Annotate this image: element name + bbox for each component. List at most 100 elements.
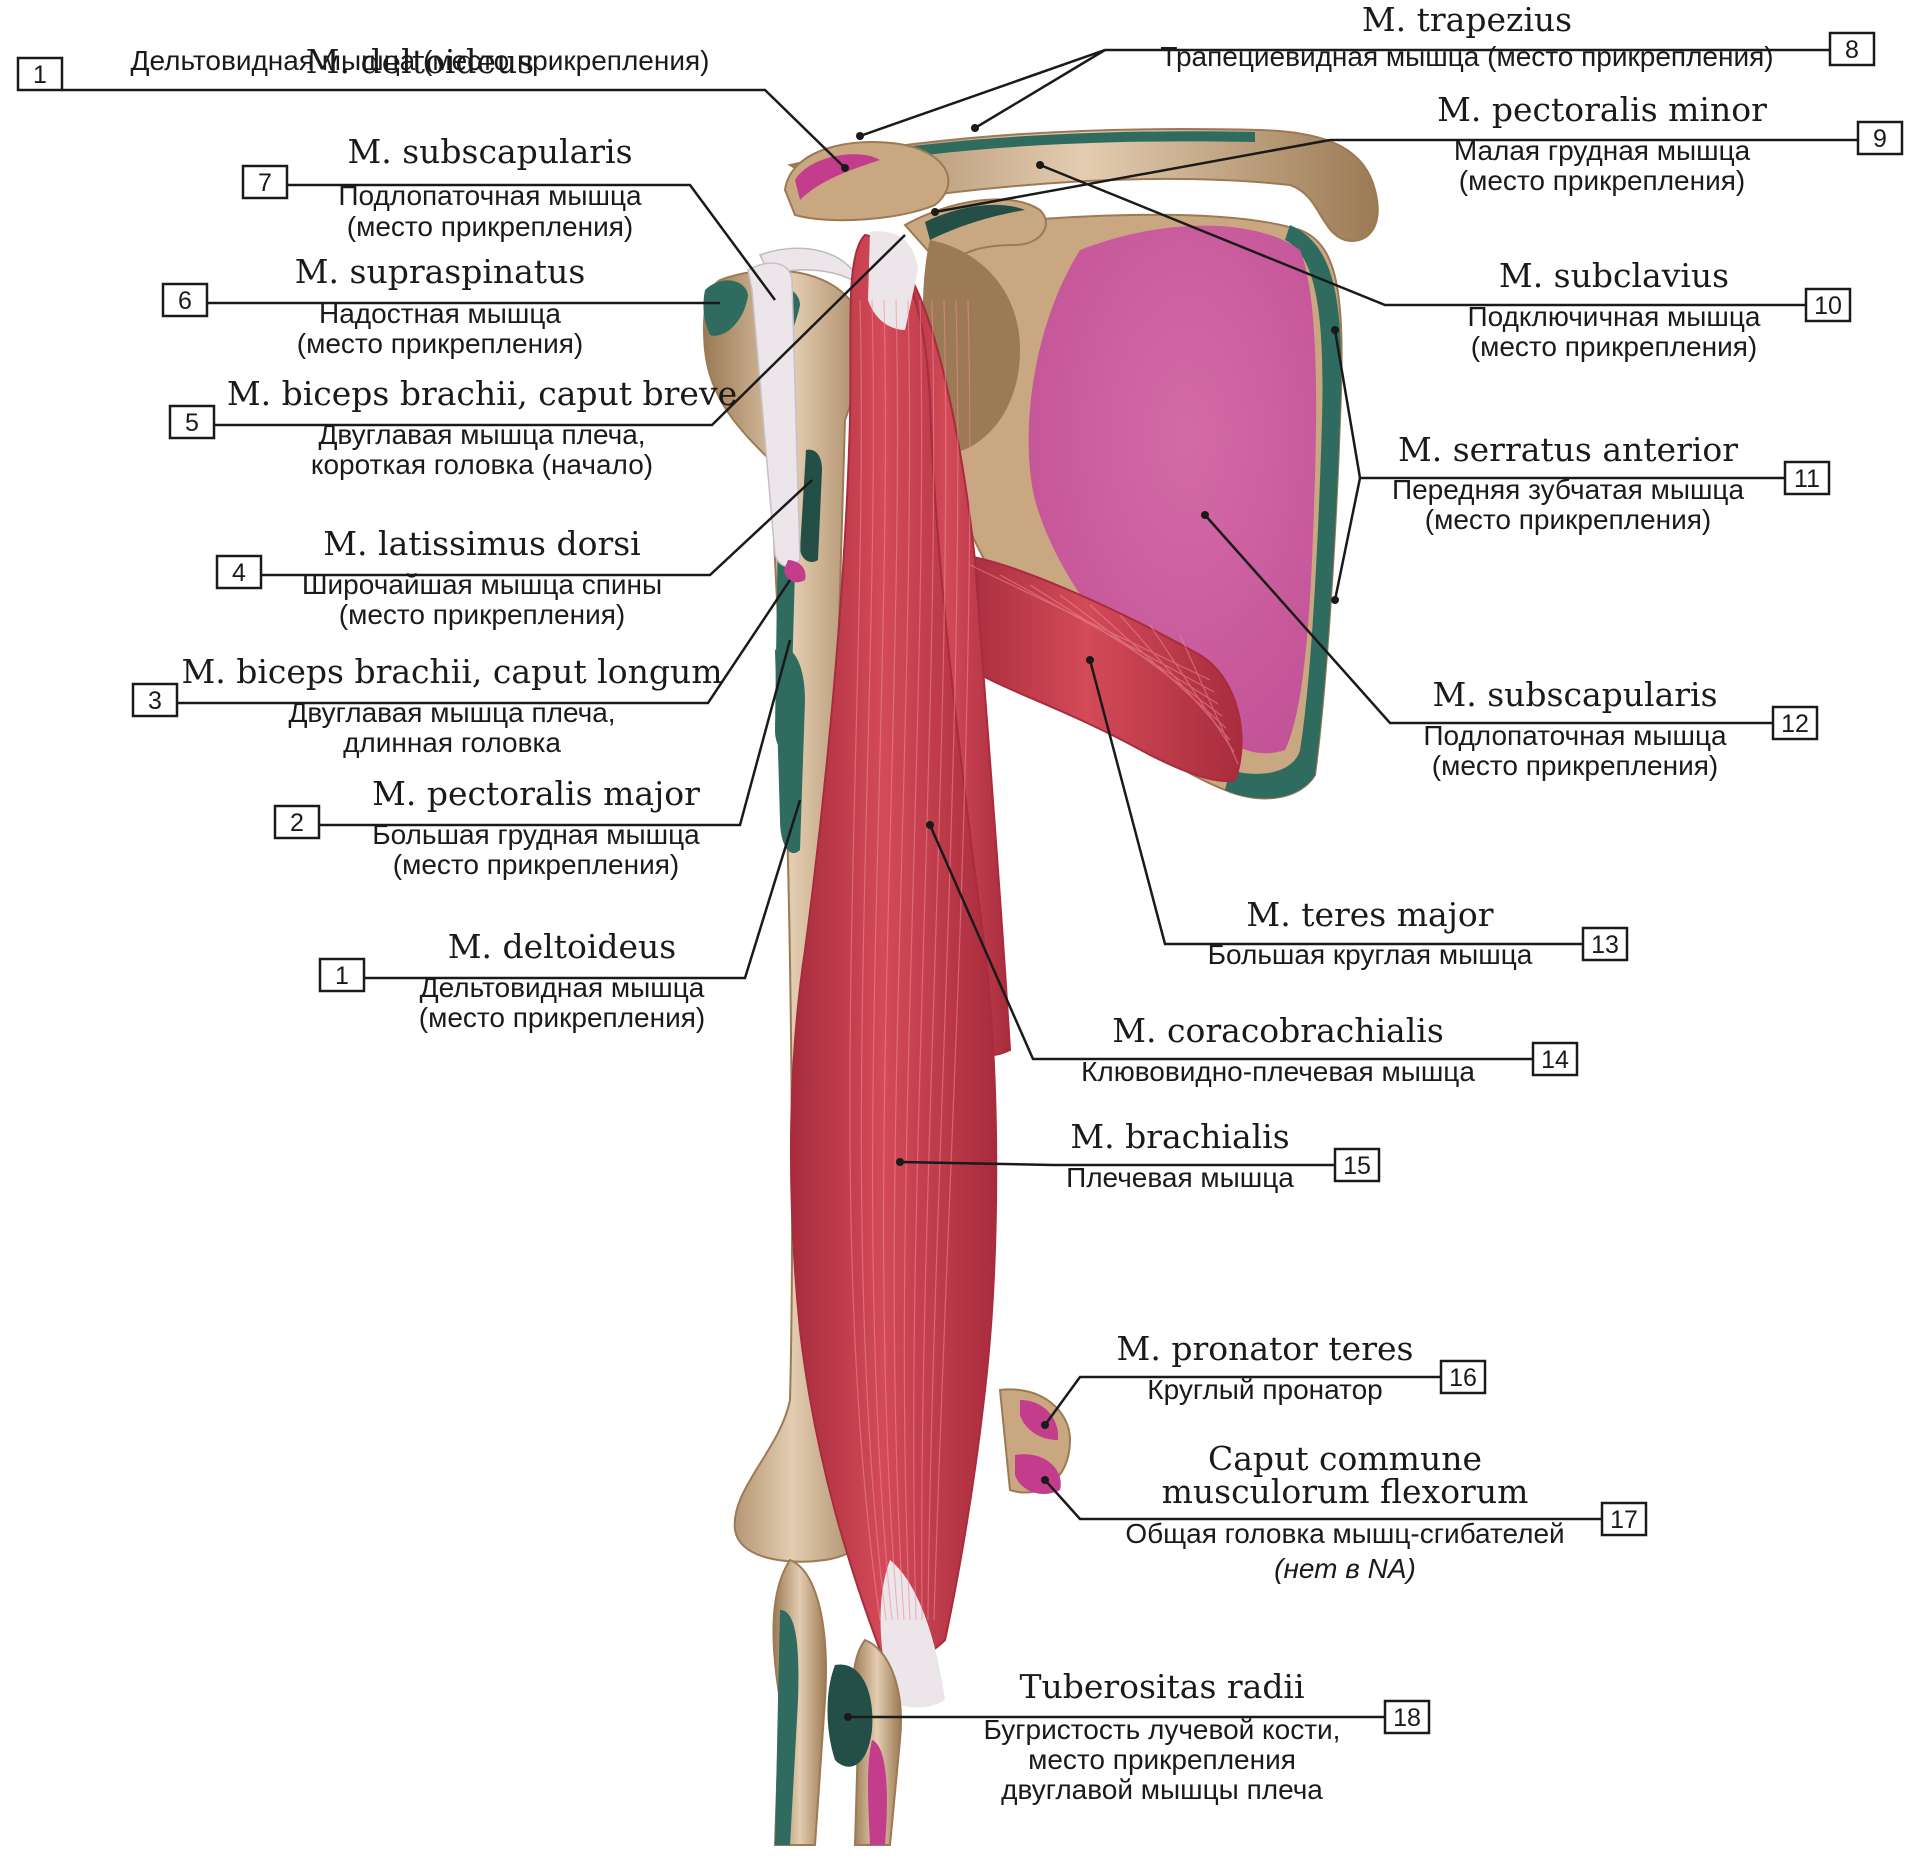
label-number: 12 — [1781, 710, 1809, 738]
russian-name: Дельтовидная мышца — [420, 972, 705, 1003]
leader-dot — [1201, 511, 1209, 519]
label-number-box — [1581, 926, 1629, 962]
muscle-fibres — [849, 299, 1239, 1621]
label-number: 9 — [1873, 125, 1887, 153]
label-number: 3 — [148, 687, 162, 715]
russian-name: Подключичная мышца — [1468, 301, 1761, 332]
leader-dot — [971, 124, 979, 132]
label-number-box — [1600, 1501, 1648, 1537]
teres-major — [958, 553, 1243, 782]
label-number: 13 — [1591, 931, 1619, 959]
leader-line — [319, 639, 792, 827]
russian-name: Круглый пронатор — [1147, 1374, 1382, 1405]
russian-name: (место прикрепления) — [1425, 504, 1711, 535]
russian-name: (место прикрепления) — [1432, 750, 1718, 781]
leader-line — [177, 579, 792, 705]
latin-name: M. latissimus dorsi — [323, 524, 640, 563]
leader-line — [364, 799, 802, 980]
label-number: 14 — [1541, 1046, 1569, 1074]
label-number: 17 — [1610, 1506, 1638, 1534]
russian-name: длинная головка — [343, 727, 561, 758]
label-number-box — [1804, 287, 1852, 323]
leader-line — [1044, 1479, 1602, 1521]
label-number-box — [1856, 120, 1904, 156]
russian-name: (место прикрепления) — [297, 328, 583, 359]
label-number-box — [131, 682, 179, 718]
leader-dot — [926, 821, 934, 829]
latin-name: M. teres major — [1246, 895, 1493, 934]
russian-name: Широчайшая мышца спины — [302, 569, 662, 600]
label-number-box — [273, 804, 321, 840]
label-number: 7 — [258, 169, 272, 197]
label-number: 2 — [290, 809, 304, 837]
label-number-box — [161, 282, 209, 318]
biceps-groove-attachment — [784, 560, 806, 583]
radius-attachment-magenta — [868, 1740, 887, 1845]
russian-name: Трапециевидная мышца (место прикрепления… — [1160, 41, 1773, 72]
biceps-short-head-tendon — [868, 231, 918, 330]
label-number-box — [1439, 1359, 1487, 1395]
russian-name: Двуглавая мышца плеча, — [318, 419, 645, 450]
label-number-box — [1383, 1699, 1431, 1735]
label-number: 11 — [1794, 465, 1820, 493]
label-number: 8 — [1845, 36, 1859, 64]
leader-line — [1088, 659, 1583, 946]
leader-dot — [1041, 1476, 1049, 1484]
russian-name: двуглавой мышцы плеча — [1001, 1774, 1323, 1805]
leader-line — [1043, 1375, 1441, 1426]
leader-line — [974, 48, 1106, 130]
biceps-long-head-tendon — [747, 262, 801, 567]
russian-name: Надостная мышца — [319, 298, 561, 329]
label-number-box — [241, 164, 289, 200]
latin-name: M. subscapularis — [347, 132, 632, 171]
ulna-attachment — [775, 1610, 799, 1845]
leader-dot — [856, 132, 864, 140]
leader-line — [899, 1160, 1335, 1167]
russian-name: Общая головка мышц-сгибателей — [1125, 1518, 1564, 1549]
latin-name: M. deltoideus — [448, 927, 677, 966]
russian-name: (место прикрепления) — [339, 599, 625, 630]
label-number-box — [1828, 31, 1876, 67]
label-number-box — [318, 957, 366, 993]
latin-name: M. subscapularis — [1432, 675, 1717, 714]
leader-line — [1204, 514, 1773, 725]
label-number: 1 — [335, 962, 349, 990]
russian-name: Двуглавая мышца плеча, — [288, 697, 615, 728]
leader-line — [928, 824, 1533, 1061]
label-number-box — [1771, 705, 1819, 741]
russian-name: Большая грудная мышца — [372, 819, 700, 850]
label-number: 16 — [1449, 1364, 1477, 1392]
leader-dot — [896, 1158, 904, 1166]
label-number: 18 — [1393, 1704, 1421, 1732]
russian-name: Передняя зубчатая мышца — [1392, 474, 1745, 505]
supraspinatus-attachment — [703, 280, 748, 336]
russian-name: Бугристость лучевой кости, — [984, 1714, 1341, 1745]
leader-dot — [1086, 656, 1094, 664]
latin-name: M. pectoralis minor — [1437, 90, 1767, 129]
latin-name: M. trapezius — [1362, 0, 1572, 39]
russian-name: Малая грудная мышца — [1454, 135, 1751, 166]
latin-name: M. serratus anterior — [1398, 430, 1738, 469]
latissimus-attachment — [800, 449, 822, 562]
leader-line — [934, 138, 1858, 214]
label-number: 1 — [33, 61, 47, 89]
label-number-box — [16, 56, 64, 92]
latin-name: M. supraspinatus — [295, 252, 586, 291]
leader-dot — [841, 164, 849, 172]
russian-name: Подлопаточная мышца — [338, 180, 642, 211]
label-number-box — [168, 404, 216, 440]
latin-name: M. biceps brachii, caput longum — [181, 652, 722, 691]
russian-name: место прикрепления — [1028, 1744, 1296, 1775]
label-number: 4 — [232, 559, 246, 587]
latin-name: M. deltoideus — [306, 42, 535, 81]
leader-line — [62, 88, 846, 169]
latin-name: M. pronator teres — [1117, 1329, 1414, 1368]
latin-name: musculorum flexorum — [1162, 1472, 1529, 1511]
leader-dot — [1041, 1421, 1049, 1429]
label-number: 15 — [1343, 1152, 1371, 1180]
russian-name: (нет в NA) — [1274, 1553, 1416, 1584]
label-number-box — [1531, 1041, 1579, 1077]
leader-line — [1333, 477, 1362, 601]
